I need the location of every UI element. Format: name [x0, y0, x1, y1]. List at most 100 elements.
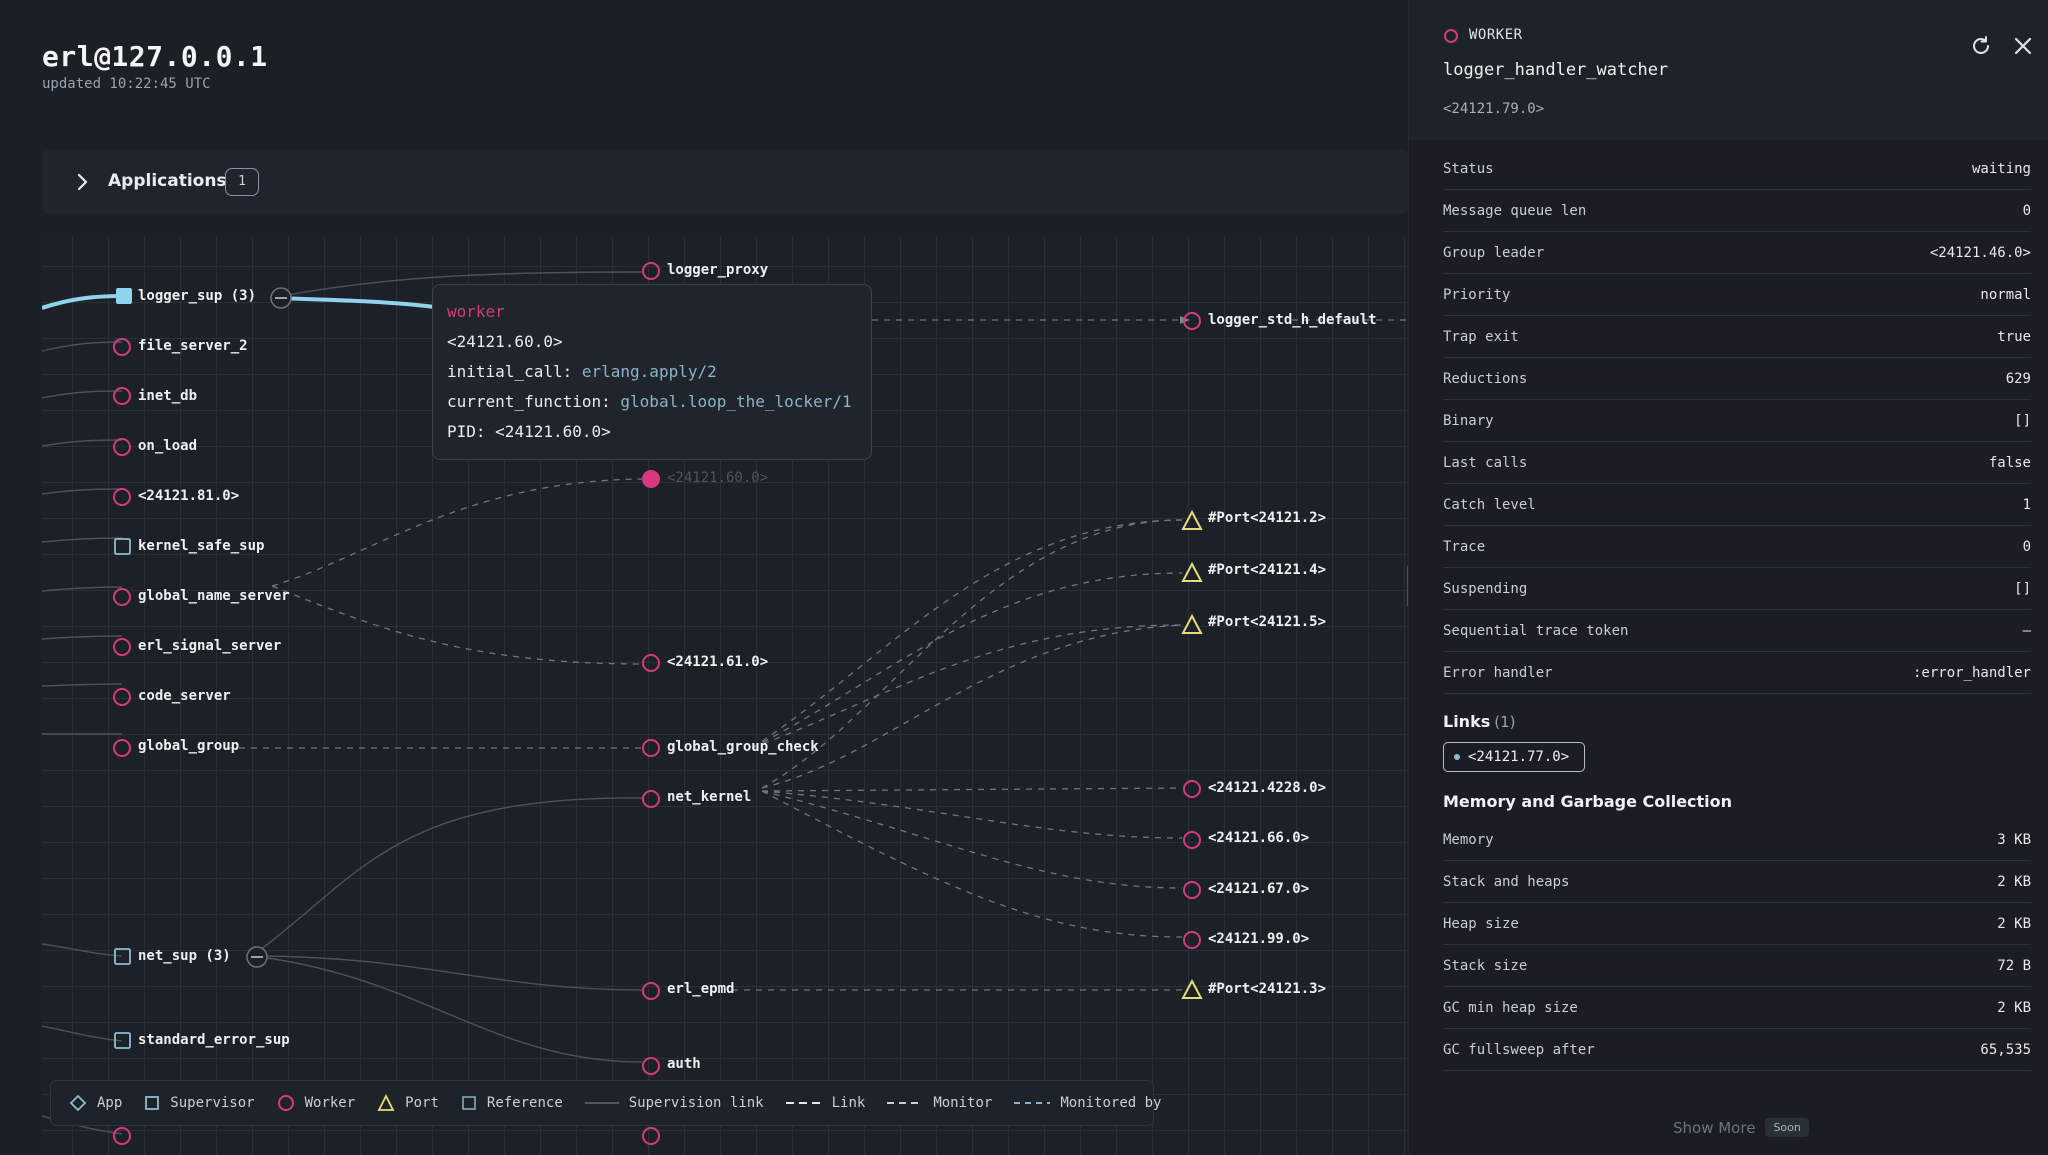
node-pid-66[interactable]: <24121.66.0> [1208, 830, 1310, 846]
node-net-kernel[interactable]: net_kernel [667, 789, 752, 805]
refresh-icon[interactable] [1969, 34, 1993, 58]
tooltip-type: worker [447, 302, 505, 321]
node-net-sup[interactable]: net_sup (3) [138, 948, 231, 964]
node-logger-proxy[interactable]: logger_proxy [667, 262, 769, 278]
links-title: Links [1443, 712, 1491, 731]
link-chip[interactable]: <24121.77.0> [1443, 742, 1585, 772]
legend-supervision-link: Supervision link [584, 1095, 764, 1111]
info-label: Stack and heaps [1443, 873, 1570, 890]
legend-app: App [69, 1094, 122, 1112]
info-row: Trap exit true [1443, 316, 2031, 358]
node-inet-db[interactable]: inet_db [138, 388, 198, 404]
node-code-server[interactable]: code_server [138, 688, 231, 704]
info-label: Trap exit [1443, 328, 1519, 345]
node-global-group-check[interactable]: global_group_check [667, 739, 819, 755]
node-logger-sup[interactable]: logger_sup (3) [138, 288, 257, 304]
node-pid-99[interactable]: <24121.99.0> [1208, 931, 1310, 947]
solid-line-icon [584, 1102, 619, 1104]
info-value: 0 [2022, 538, 2031, 555]
dashed-line-icon [1014, 1102, 1051, 1104]
links-heading: Links(1) [1443, 712, 1515, 731]
links-count: (1) [1494, 713, 1516, 731]
tooltip-pid-row: PID: <24121.60.0> [447, 417, 857, 447]
info-row: Error handler:error_handler [1443, 652, 2031, 694]
node-pid-4228[interactable]: <24121.4228.0> [1208, 780, 1327, 796]
node-standard-error-sup[interactable]: standard_error_sup [138, 1032, 290, 1048]
diamond-icon [69, 1094, 87, 1112]
info-value: true [1997, 328, 2031, 345]
info-value: 65,535 [1980, 1041, 2031, 1058]
node-port-5[interactable]: #Port<24121.5> [1208, 614, 1327, 630]
applications-label: Applications [108, 171, 227, 191]
graph-legend: App Supervisor Worker Port Reference Sup… [50, 1080, 1162, 1126]
node-erl-signal-server[interactable]: erl_signal_server [138, 638, 282, 654]
legend-monitor: Monitor [887, 1095, 992, 1111]
graph-edges [42, 262, 1408, 1145]
memory-heading: Memory and Garbage Collection [1443, 792, 1733, 811]
link-pid: <24121.77.0> [1468, 749, 1570, 765]
node-erl-epmd[interactable]: erl_epmd [667, 981, 735, 997]
info-label: Reductions [1443, 370, 1528, 387]
process-name: logger_handler_watcher [1443, 60, 1669, 80]
process-kind: WORKER [1469, 27, 1523, 43]
close-icon[interactable] [2011, 34, 2035, 58]
dashed-line-icon [785, 1102, 822, 1104]
node-pid-81[interactable]: <24121.81.0> [138, 488, 240, 504]
legend-link: Link [785, 1095, 865, 1111]
node-tooltip: worker <24121.60.0> initial_call: erlang… [432, 284, 872, 460]
info-label: GC fullsweep after [1443, 1041, 1595, 1058]
node-logger-std-h-default[interactable]: logger_std_h_default [1208, 312, 1377, 328]
applications-bar[interactable]: Applications 1 [42, 150, 1408, 214]
info-value: :error_handler [1912, 664, 2031, 681]
panel-header: WORKER logger_handler_watcher <24121.79.… [1409, 0, 2048, 140]
node-pid-61[interactable]: <24121.61.0> [667, 654, 769, 670]
info-value: 3 KB [1997, 831, 2031, 848]
triangle-icon [377, 1094, 395, 1111]
info-row: Group leader <24121.46.0> [1443, 232, 2031, 274]
info-value: [] [2014, 412, 2031, 429]
info-label: Trace [1443, 538, 1486, 555]
node-file-server-2[interactable]: file_server_2 [138, 338, 248, 354]
info-value: waiting [1971, 160, 2031, 177]
node-pid-60[interactable]: <24121.60.0> [667, 470, 769, 486]
info-value: <24121.46.0> [1929, 244, 2031, 261]
node-port-4[interactable]: #Port<24121.4> [1208, 562, 1327, 578]
process-details-panel: WORKER logger_handler_watcher <24121.79.… [1408, 0, 2048, 1155]
tooltip-initial-call: initial_call: erlang.apply/2 [447, 357, 857, 387]
chevron-right-icon[interactable] [72, 172, 92, 192]
node-auth[interactable]: auth [667, 1056, 701, 1072]
node-port-3[interactable]: #Port<24121.3> [1208, 981, 1327, 997]
legend-monitored-by: Monitored by [1014, 1095, 1162, 1111]
node-on-load[interactable]: on_load [138, 438, 198, 454]
info-value: 629 [2005, 370, 2031, 387]
node-kernel-safe-sup[interactable]: kernel_safe_sup [138, 538, 265, 554]
info-label: Binary [1443, 412, 1494, 429]
node-port-2[interactable]: #Port<24121.2> [1208, 510, 1327, 526]
process-pid: <24121.79.0> [1443, 101, 1545, 117]
info-row: Trace 0 [1443, 526, 2031, 568]
dashed-line-icon [887, 1102, 924, 1104]
square-icon [145, 1096, 160, 1110]
link-dot-icon [1454, 754, 1460, 760]
tooltip-pid-value: <24121.60.0> [495, 422, 611, 441]
info-value: 2 KB [1997, 999, 2031, 1016]
info-value: [] [2014, 580, 2031, 597]
node-global-name-server[interactable]: global_name_server [138, 588, 290, 604]
updated-timestamp: updated 10:22:45 UTC [42, 76, 211, 92]
node-pid-67[interactable]: <24121.67.0> [1208, 881, 1310, 897]
tooltip-current-function-label: current_function: [447, 392, 611, 411]
info-label: Sequential trace token [1443, 622, 1629, 639]
info-value: false [1988, 454, 2031, 471]
node-global-group[interactable]: global_group [138, 738, 240, 754]
info-row: Binary [] [1443, 400, 2031, 442]
info-value: 0 [2022, 202, 2031, 219]
info-label: Group leader [1443, 244, 1545, 261]
tooltip-pid: <24121.60.0> [447, 332, 563, 351]
info-label: Memory [1443, 831, 1494, 848]
